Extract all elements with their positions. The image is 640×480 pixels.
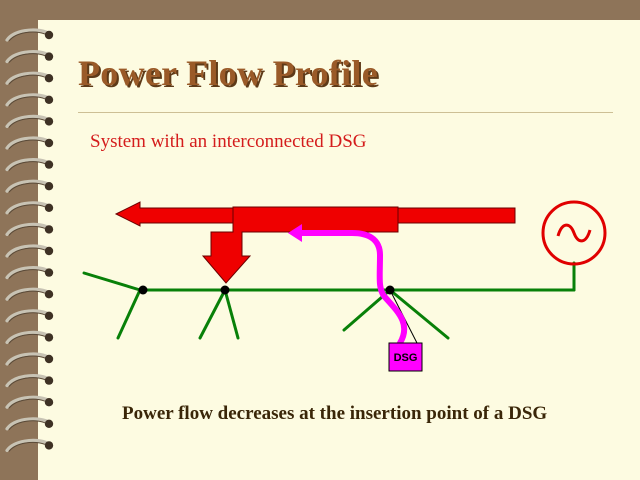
spiral-coil (5, 201, 48, 215)
spiral-coil (5, 28, 48, 42)
spiral-coil (5, 287, 48, 301)
spiral-hole (44, 333, 54, 342)
node-1 (138, 285, 148, 295)
spiral-hole (44, 74, 54, 83)
spiral-hole (44, 203, 54, 212)
spiral-coil-shadow (8, 355, 46, 366)
spiral-hole (44, 117, 54, 126)
spiral-hole (44, 290, 54, 299)
spiral-coil (5, 395, 48, 409)
spiral-coil-shadow (8, 74, 46, 85)
spiral-coil (5, 352, 48, 366)
spiral-coil (5, 417, 48, 431)
spiral-hole (44, 311, 54, 320)
spiral-coil-shadow (8, 117, 46, 128)
branch-left-upper (82, 271, 142, 292)
spiral-coil (5, 244, 48, 258)
spiral-coil (5, 71, 48, 85)
spiral-coil (5, 266, 48, 280)
branch-mid-left (198, 288, 227, 340)
spiral-coil (5, 93, 48, 107)
ac-source-icon (541, 200, 607, 266)
spiral-coil-shadow (8, 269, 46, 279)
dsg-flow-curve (299, 230, 408, 346)
spiral-coil-shadow (8, 225, 46, 236)
power-flow-arrow (114, 201, 516, 284)
spiral-hole (44, 160, 54, 169)
spiral-coil-shadow (8, 182, 46, 193)
spiral-coil-shadow (8, 420, 46, 431)
spiral-coil-shadow (8, 53, 46, 63)
spiral-coil-shadow (8, 139, 46, 150)
spiral-hole (44, 268, 54, 277)
spiral-hole (44, 376, 54, 385)
branch-mid-right (223, 288, 240, 340)
spiral-hole (44, 354, 54, 364)
branch-left-lower (116, 288, 142, 340)
spiral-coil (5, 309, 48, 323)
spiral-coil (5, 179, 48, 193)
spiral-binding (5, 28, 54, 452)
spiral-coil-shadow (8, 31, 46, 42)
spiral-coil (5, 114, 48, 128)
dsg-label: DSG (394, 352, 418, 364)
spiral-coil-shadow (8, 398, 46, 409)
spiral-hole (44, 182, 54, 191)
spiral-coil-shadow (8, 290, 46, 301)
slide-caption: Power flow decreases at the insertion po… (122, 403, 548, 424)
power-flow-arrow-main (114, 201, 516, 284)
spiral-hole (44, 30, 54, 40)
spiral-hole (44, 138, 54, 148)
spiral-hole (44, 398, 54, 407)
dsg-flow-path (288, 224, 408, 346)
feeder-network (82, 261, 576, 340)
spiral-coil-shadow (8, 96, 46, 107)
slide-background (38, 20, 640, 480)
dsg-box (388, 342, 423, 372)
spiral-coil (5, 158, 48, 172)
spiral-coil-shadow (8, 247, 46, 258)
spiral-hole (44, 225, 54, 234)
spiral-coil-shadow (8, 441, 46, 452)
spiral-coil-shadow (8, 161, 46, 171)
slide-title: Power Flow Profile (78, 53, 378, 93)
spiral-coil-shadow (8, 204, 46, 215)
spiral-coil-shadow (8, 333, 46, 344)
spiral-hole (44, 95, 54, 105)
spiral-hole (44, 246, 54, 256)
spiral-coil (5, 222, 48, 236)
slide-subtitle: System with an interconnected DSG (90, 131, 367, 152)
spiral-hole (44, 441, 54, 450)
spiral-coil (5, 374, 48, 388)
spiral-coil (5, 330, 48, 344)
title-divider (78, 112, 613, 113)
spiral-coil-shadow (8, 377, 46, 387)
spiral-hole (44, 52, 54, 61)
node-3 (385, 285, 395, 295)
spiral-coil-shadow (8, 312, 46, 323)
node-2 (220, 285, 230, 295)
spiral-coil (5, 50, 48, 64)
branch-right-right (388, 288, 450, 340)
spiral-coil (5, 438, 48, 452)
dsg-flow-arrowhead (288, 224, 302, 242)
spiral-coil (5, 136, 48, 150)
spiral-hole (44, 419, 54, 428)
